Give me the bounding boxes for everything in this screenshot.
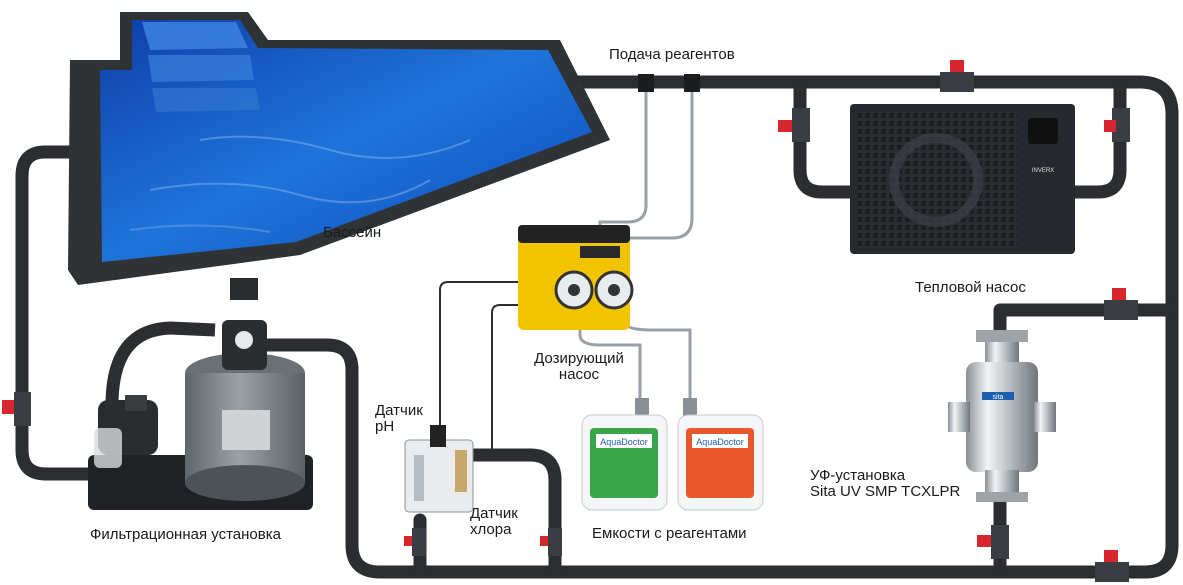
- valve-heat-pump-out-icon: [1104, 108, 1130, 142]
- sensor-cables: [439, 281, 518, 455]
- reagent-injectors: [638, 74, 700, 92]
- label-chlorine-sensor-line1: Датчик: [470, 505, 518, 522]
- pipe-pump-loop: [105, 321, 216, 406]
- valves: [2, 60, 1138, 582]
- label-chlorine-sensor: Датчик хлора: [470, 506, 518, 538]
- pipe-sensor-return: [463, 448, 562, 579]
- heat-pump: INVERX: [850, 104, 1075, 254]
- label-heat-pump: Тепловой насос: [915, 279, 1026, 296]
- label-ph-sensor-line2: pH: [375, 418, 395, 435]
- reagent-canister-green: AquaDoctor: [581, 398, 668, 511]
- valve-top-icon: [940, 60, 974, 92]
- canister-orange-brand: AquaDoctor: [696, 437, 744, 447]
- label-uv-unit-line2: Sita UV SMP TCXLPR: [810, 483, 961, 500]
- label-pool: Бассейн: [323, 224, 382, 241]
- sensor-block: [404, 425, 474, 513]
- pool: [68, 12, 610, 285]
- label-dosing-pump-line2: насос: [558, 366, 600, 383]
- dosing-pump: [518, 225, 634, 330]
- label-reagent-containers: Емкости с реагентами: [592, 525, 747, 542]
- valve-sensor-icon: [404, 528, 426, 556]
- valve-bottom-right-icon: [1095, 550, 1129, 582]
- pipe-uv-in: [993, 303, 1179, 337]
- uv-brand: sita: [993, 394, 1004, 401]
- valve-sensor-return-icon: [540, 528, 562, 556]
- pipe-left-supply: [15, 145, 107, 481]
- label-filtration-unit: Фильтрационная установка: [90, 526, 281, 543]
- label-dosing-pump: Дозирующий насос: [526, 351, 632, 383]
- label-dosing-pump-line1: Дозирующий: [534, 350, 624, 367]
- label-uv-unit-line1: УФ-установка: [810, 467, 906, 484]
- label-ph-sensor: Датчик pH: [375, 403, 423, 435]
- valve-uv-bottom-icon: [977, 525, 1009, 559]
- label-chlorine-sensor-line2: хлора: [470, 521, 512, 538]
- heat-pump-brand: INVERX: [1032, 168, 1054, 174]
- canister-green-brand: AquaDoctor: [600, 437, 648, 447]
- valve-uv-top-icon: [1104, 288, 1138, 320]
- pipe-top-main: [243, 75, 1179, 579]
- reagent-canister-orange: AquaDoctor: [677, 398, 764, 511]
- valve-left-icon: [2, 392, 31, 426]
- valve-heat-pump-in-icon: [778, 108, 810, 142]
- label-uv-unit: УФ-установка Sita UV SMP TCXLPR: [810, 468, 960, 500]
- label-reagent-feed: Подача реагентов: [609, 46, 735, 63]
- uv-unit: sita: [948, 330, 1056, 502]
- label-ph-sensor-line1: Датчик: [375, 402, 423, 419]
- filtration-unit: [88, 278, 313, 510]
